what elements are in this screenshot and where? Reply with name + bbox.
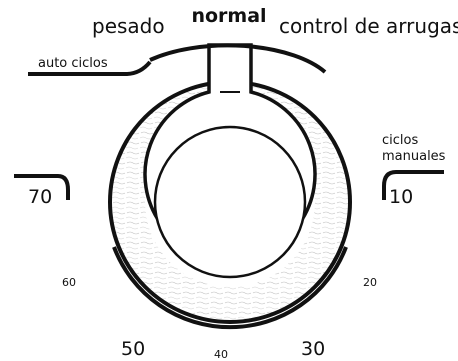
auto-ciclos-label: auto ciclos	[38, 56, 108, 71]
auto-cycle-arc	[149, 43, 327, 74]
outer-scale-arc	[112, 246, 348, 330]
ciclos-label: ciclos	[382, 133, 418, 148]
mark-20: 20	[363, 276, 377, 289]
right-manual-bracket	[382, 170, 444, 200]
left-manual-bracket	[14, 174, 70, 200]
mark-10: 10	[389, 186, 413, 208]
mark-40: 40	[214, 348, 228, 361]
mark-50: 50	[121, 338, 145, 360]
dial-center-face	[153, 125, 307, 279]
mark-30: 30	[301, 338, 325, 360]
manuales-label: manuales	[382, 149, 446, 164]
control-arrugas-label: control de arrugas	[279, 14, 458, 38]
pesado-label: pesado	[92, 14, 165, 38]
auto-cycle-leader	[28, 60, 152, 76]
mark-70: 70	[28, 186, 52, 208]
mark-60: 60	[62, 276, 76, 289]
normal-label: normal	[191, 5, 266, 27]
